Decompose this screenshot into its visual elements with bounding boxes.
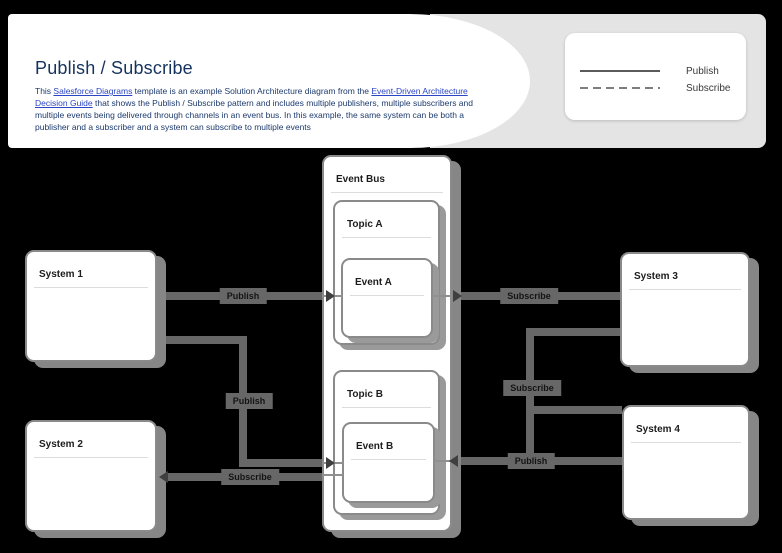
- arrowhead-icon: [326, 457, 335, 469]
- system1-box: System 1: [25, 250, 157, 362]
- arrowhead-icon: [453, 290, 462, 302]
- link-salesforce-diagrams[interactable]: Salesforce Diagrams: [53, 86, 133, 96]
- dashed-line-icon: [580, 87, 660, 89]
- divider: [34, 287, 148, 288]
- topicB-label: Topic B: [347, 389, 383, 400]
- divider: [331, 192, 443, 193]
- arrowhead-icon: [326, 290, 335, 302]
- system3-box: System 3: [620, 252, 750, 367]
- legend-row-publish: Publish: [580, 65, 719, 77]
- divider: [631, 442, 741, 443]
- arrowhead-icon: [159, 471, 168, 483]
- connector-eventB-system4: [526, 406, 622, 414]
- divider: [629, 289, 741, 290]
- legend-row-subscribe: Subscribe: [580, 82, 730, 94]
- description-text: that shows the Publish / Subscribe patte…: [35, 98, 473, 132]
- connector-stub: [322, 474, 344, 476]
- connector-label-publish: Publish: [507, 453, 555, 469]
- connector-eventB-system3: [526, 328, 534, 467]
- eventA-label: Event A: [355, 277, 392, 288]
- connector-label-publish: Publish: [225, 393, 273, 409]
- page-description: This Salesforce Diagrams template is an …: [35, 85, 485, 133]
- legend-label: Publish: [686, 65, 719, 77]
- legend-label: Subscribe: [686, 82, 731, 94]
- connector-label-subscribe: Subscribe: [221, 469, 279, 485]
- legend: Publish Subscribe: [565, 33, 746, 120]
- header-panel: Publish / Subscribe This Salesforce Diag…: [8, 14, 530, 148]
- link-event-driven-architecture-decision-guide[interactable]: Event-Driven Architecture Decision Guide: [35, 86, 468, 108]
- eventB-box: Event B: [342, 422, 435, 503]
- divider: [351, 459, 426, 460]
- arrowhead-icon: [449, 455, 458, 467]
- connector-system1-eventB: [239, 459, 325, 467]
- page-title: Publish / Subscribe: [35, 58, 193, 78]
- system2-box: System 2: [25, 420, 157, 532]
- description-text: This: [35, 86, 54, 96]
- system4-label: System 4: [636, 424, 680, 435]
- connector-system1-eventB: [157, 336, 247, 344]
- connector-eventB-system3: [526, 328, 620, 336]
- eventA-box: Event A: [341, 258, 433, 338]
- description-text: template is an example Solution Architec…: [132, 86, 372, 96]
- connector-stub: [434, 460, 452, 462]
- divider: [34, 457, 148, 458]
- solid-line-icon: [580, 70, 660, 72]
- divider: [342, 237, 431, 238]
- system3-label: System 3: [634, 271, 678, 282]
- system2-label: System 2: [39, 439, 83, 450]
- connector-label-subscribe: Subscribe: [500, 288, 558, 304]
- eventB-label: Event B: [356, 441, 394, 452]
- system4-box: System 4: [622, 405, 750, 520]
- connector-stub: [432, 295, 452, 297]
- connector-label-subscribe: Subscribe: [503, 380, 561, 396]
- divider: [350, 295, 424, 296]
- topicA-label: Topic A: [347, 219, 383, 230]
- event-bus-label: Event Bus: [336, 174, 385, 185]
- system1-label: System 1: [39, 269, 83, 280]
- divider: [342, 407, 431, 408]
- connector-label-publish: Publish: [219, 288, 267, 304]
